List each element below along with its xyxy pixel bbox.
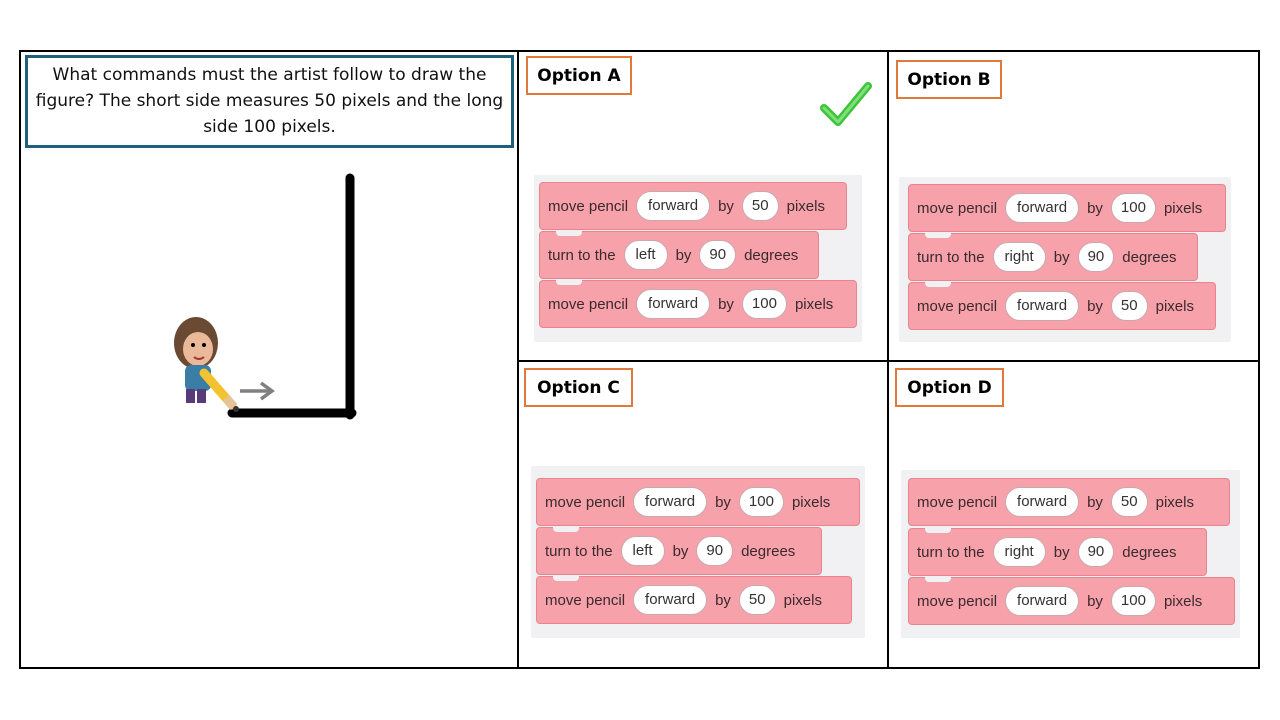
block-text: by	[675, 246, 692, 264]
figure-drawing	[174, 173, 357, 420]
block-text: by	[718, 197, 734, 215]
block-input[interactable]: right	[992, 242, 1046, 272]
block-text: by	[718, 295, 734, 313]
block-text: degrees	[741, 542, 796, 560]
block-input[interactable]: 100	[738, 487, 784, 517]
block-input[interactable]: forward	[636, 289, 711, 319]
block-text: degrees	[1122, 248, 1177, 266]
block-input[interactable]: 90	[699, 240, 737, 270]
block-text: move pencil	[917, 199, 998, 217]
block-text: pixels	[786, 197, 825, 215]
block-text: Option B	[907, 69, 991, 90]
option-b-block-3[interactable]: move pencil forward by 50 pixels	[908, 282, 1216, 330]
block-text: by	[1087, 493, 1103, 511]
block-text: move pencil	[545, 493, 626, 511]
block-text: by	[715, 493, 731, 511]
row-divider	[518, 360, 1259, 362]
block-input[interactable]: 50	[1110, 487, 1148, 517]
block-input[interactable]: 50	[738, 585, 776, 615]
block-input[interactable]: forward	[1005, 291, 1080, 321]
block-text: by	[1087, 592, 1103, 610]
block-text: by	[1053, 543, 1070, 561]
block-text: by	[1087, 199, 1103, 217]
block-input[interactable]: 50	[741, 191, 779, 221]
block-input[interactable]: 100	[1110, 586, 1156, 616]
block-text: move pencil	[548, 295, 629, 313]
block-text: pixels	[1155, 297, 1194, 315]
right-arrow-icon	[240, 381, 275, 401]
column-divider-left	[517, 50, 519, 669]
block-text: turn to the	[917, 248, 985, 266]
question-box: What commands must the artist follow to …	[25, 55, 514, 148]
block-input[interactable]: 90	[1077, 242, 1115, 272]
block-text: move pencil	[917, 592, 998, 610]
option-c-label[interactable]: Option C	[524, 368, 633, 407]
block-input[interactable]: forward	[633, 585, 708, 615]
block-text: turn to the	[917, 543, 985, 561]
block-text: by	[1053, 248, 1070, 266]
block-text: Option A	[537, 65, 621, 86]
block-input[interactable]: 50	[1110, 291, 1148, 321]
block-text: Option C	[537, 377, 620, 398]
column-divider-right	[887, 50, 889, 669]
block-input[interactable]: left	[620, 536, 665, 566]
block-text: Option D	[907, 377, 992, 398]
block-input[interactable]: 100	[1110, 193, 1156, 223]
option-d-label[interactable]: Option D	[895, 368, 1004, 407]
block-text: pixels	[1163, 592, 1203, 610]
option-a-label[interactable]: Option A	[526, 56, 632, 95]
block-text: degrees	[1122, 543, 1177, 561]
checkmark-icon	[820, 82, 872, 126]
block-text: pixels	[783, 591, 822, 609]
option-d-block-3[interactable]: move pencil forward by 100 pixels	[908, 577, 1235, 625]
block-text: pixels	[791, 493, 831, 511]
artist-character-icon	[174, 317, 239, 412]
block-input[interactable]: forward	[633, 487, 708, 517]
block-text: by	[715, 591, 731, 609]
block-text: by	[672, 542, 689, 560]
block-text: turn to the	[545, 542, 613, 560]
block-input[interactable]: left	[623, 240, 668, 270]
block-input[interactable]: forward	[1005, 586, 1080, 616]
block-input[interactable]: forward	[636, 191, 711, 221]
block-input[interactable]: forward	[1005, 487, 1080, 517]
option-d-block-1[interactable]: move pencil forward by 50 pixels	[908, 478, 1230, 526]
block-text: pixels	[1163, 199, 1203, 217]
block-text: turn to the	[548, 246, 616, 264]
block-input[interactable]: right	[992, 537, 1046, 567]
option-b-label[interactable]: Option B	[896, 60, 1002, 99]
option-c-block-1[interactable]: move pencil forward by 100 pixels	[536, 478, 860, 526]
block-text: move pencil	[917, 297, 998, 315]
option-b-block-1[interactable]: move pencil forward by 100 pixels	[908, 184, 1226, 232]
option-c-block-3[interactable]: move pencil forward by 50 pixels	[536, 576, 852, 624]
block-text: pixels	[1155, 493, 1194, 511]
question-text: What commands must the artist follow to …	[35, 65, 504, 137]
block-text: move pencil	[545, 591, 626, 609]
option-a-block-1[interactable]: move pencil forward by 50 pixels	[539, 182, 847, 230]
block-text: move pencil	[917, 493, 998, 511]
block-input[interactable]: 90	[1077, 537, 1115, 567]
block-input[interactable]: forward	[1005, 193, 1080, 223]
block-input[interactable]: 90	[696, 536, 734, 566]
option-a-block-3[interactable]: move pencil forward by 100 pixels	[539, 280, 857, 328]
block-text: move pencil	[548, 197, 629, 215]
block-text: degrees	[744, 246, 799, 264]
block-input[interactable]: 100	[741, 289, 787, 319]
block-text: pixels	[794, 295, 834, 313]
block-text: by	[1087, 297, 1103, 315]
